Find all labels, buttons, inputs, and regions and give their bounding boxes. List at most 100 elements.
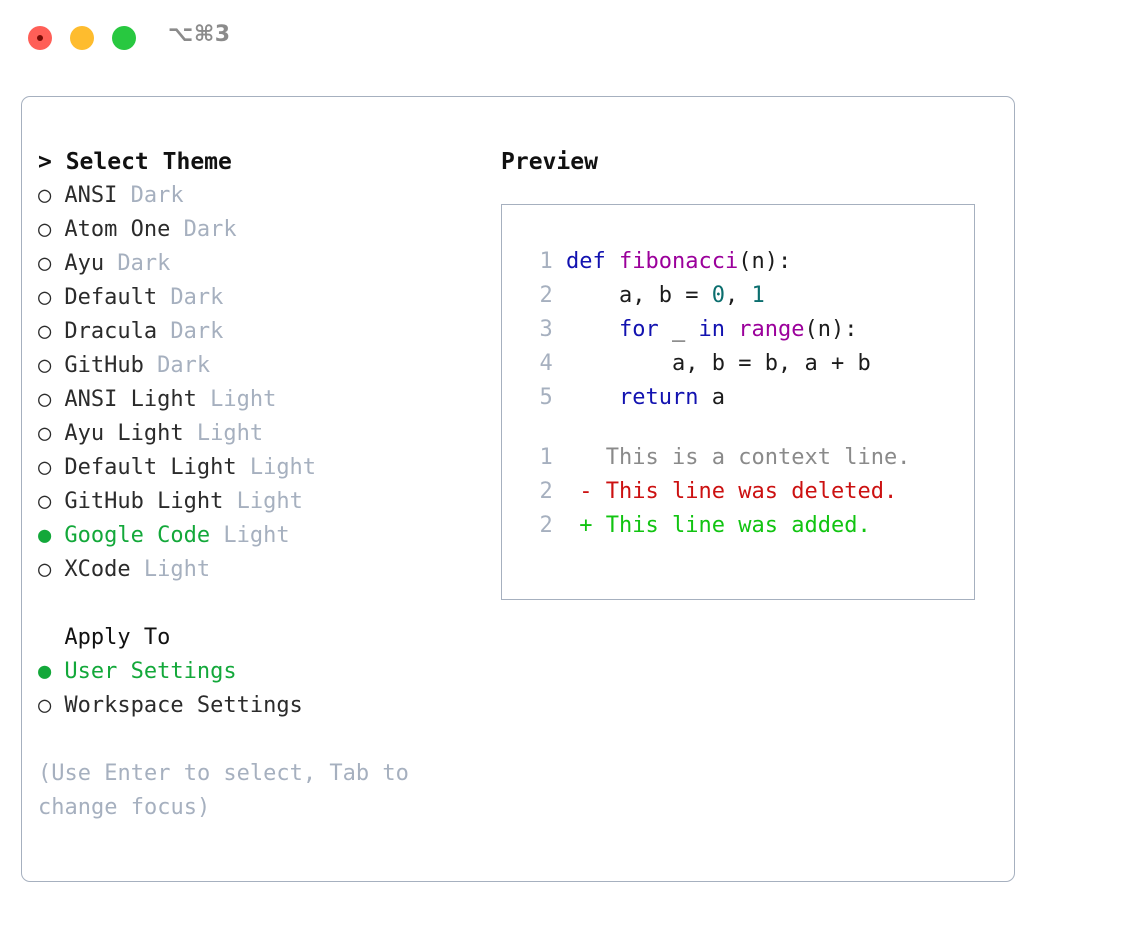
radio-unselected-icon: ○ [38,285,52,310]
theme-option-category: Light [223,489,303,514]
theme-option-label: GitHub [64,353,144,378]
line-number: 2 [539,479,553,504]
line-number: 4 [539,351,553,376]
line-number: 2 [539,283,553,308]
diff-line-add: 2 + This line was added. [522,509,910,543]
code-token: , [725,283,752,308]
line-number: 1 [539,249,553,274]
minimize-button[interactable] [70,26,94,50]
radio-unselected-icon: ○ [38,387,52,412]
radio-unselected-icon: ○ [38,489,52,514]
theme-option-ayu-light[interactable]: ○ Ayu Light Light [38,417,478,451]
zoom-button[interactable] [112,26,136,50]
theme-option-dracula[interactable]: ○Dracula Dark [38,315,478,349]
radio-unselected-icon: ○ [38,693,52,718]
theme-option-ansi[interactable]: ○ANSI Dark [38,179,478,213]
list-spacer [38,587,478,621]
radio-unselected-icon: ○ [38,421,52,446]
theme-option-label: GitHub Light [64,489,224,514]
code-line: 5 return a [522,381,910,415]
code-token: 0 [711,283,725,308]
radio-unselected-icon: ○ [38,217,52,242]
apply-to-list[interactable]: ●User Settings○Workspace Settings [38,655,478,723]
theme-option-label: Ayu [64,251,105,276]
code-token [606,249,619,274]
theme-option-label: XCode [64,557,131,582]
keyboard-hint: (Use Enter to select, Tab to change focu… [38,761,409,820]
theme-option-category: Dark [157,319,224,344]
preview-title: Preview [501,149,598,175]
preview-column: Preview [501,145,1001,179]
code-diff-separator [522,415,910,441]
theme-option-atom-one[interactable]: ○ Atom One Dark [38,213,478,247]
theme-option-default-light[interactable]: ○ Default Light Light [38,451,478,485]
select-theme-prompt: > Select Theme [38,149,232,175]
radio-unselected-icon: ○ [38,251,52,276]
code-token: def [566,249,606,274]
diff-sign: + [579,513,593,538]
theme-option-ayu[interactable]: ○Ayu Dark [38,247,478,281]
theme-option-label: Default Light [64,455,237,480]
apply-to-option-user-settings[interactable]: ●User Settings [38,655,478,689]
code-token: (n): [738,249,792,274]
apply-to-option-label: User Settings [64,659,237,684]
apply-to-header: ○Apply To [38,621,478,655]
line-number: 2 [539,513,553,538]
theme-option-ansi-light[interactable]: ○ANSI Light Light [38,383,478,417]
window-controls [28,26,136,50]
code-token [566,317,619,342]
radio-selected-icon: ● [38,523,52,548]
theme-option-category: Light [210,523,290,548]
theme-option-label: Atom One [64,217,171,242]
close-button[interactable] [28,26,52,50]
line-number: 5 [539,385,553,410]
theme-option-default[interactable]: ○Default Dark [38,281,478,315]
theme-option-category: Light [236,455,317,480]
diff-text: This is a context line. [592,445,911,470]
code-token: a, b = [566,283,712,308]
apply-to-header-label: Apply To [64,625,171,650]
radio-unselected-icon: ○ [38,557,52,582]
diff-line-ctx: 1 This is a context line. [522,441,911,475]
theme-option-category: Light [130,557,211,582]
code-token: in [698,317,726,342]
theme-option-google-code[interactable]: ●Google Code Light [38,519,478,553]
diff-sign: - [579,479,593,504]
title-bar: ⌥⌘3 [0,0,1140,78]
theme-option-label: Dracula [64,319,158,344]
keyboard-shortcut-label: ⌥⌘3 [168,22,231,47]
code-token: fibonacci [619,249,739,274]
theme-option-github-light[interactable]: ○ GitHub Light Light [38,485,478,519]
apply-to-option-workspace-settings[interactable]: ○Workspace Settings [38,689,478,723]
radio-unselected-icon: ○ [38,455,52,480]
theme-option-category: Light [196,387,277,412]
code-token: range [738,317,805,342]
code-line: 1 def fibonacci(n): [522,245,910,279]
code-line: 3 for _ in range(n): [522,313,910,347]
diff-text: This line was added. [592,513,871,538]
theme-option-category: Dark [117,183,184,208]
theme-picker-column: > Select Theme ○ANSI Dark○Atom One Dark○… [38,145,478,825]
code-line: 2 a, b = 0, 1 [522,279,910,313]
theme-option-label: Ayu Light [64,421,184,446]
code-token [566,385,619,410]
theme-option-category: Dark [143,353,211,378]
theme-option-xcode[interactable]: ○ XCode Light [38,553,478,587]
diff-text: This line was deleted. [592,479,898,504]
apply-to-header-marker: ○ [38,621,64,655]
code-token [725,317,738,342]
theme-option-category: Dark [170,217,237,242]
code-token: for [619,317,659,342]
diff-line-del: 2 - This line was deleted. [522,475,910,509]
theme-option-github[interactable]: ○GitHub Dark [38,349,478,383]
main-panel: > Select Theme ○ANSI Dark○Atom One Dark○… [21,96,1015,882]
line-number: 3 [539,317,553,342]
theme-option-label: Default [64,285,158,310]
theme-list[interactable]: ○ANSI Dark ○ Atom One Dark ○ Ayu Dark ○ Defaul… [38,179,478,587]
code-token: 1 [751,283,765,308]
code-line: 4 a, b = b, a + b [522,347,910,381]
theme-option-category: Light [183,421,264,446]
